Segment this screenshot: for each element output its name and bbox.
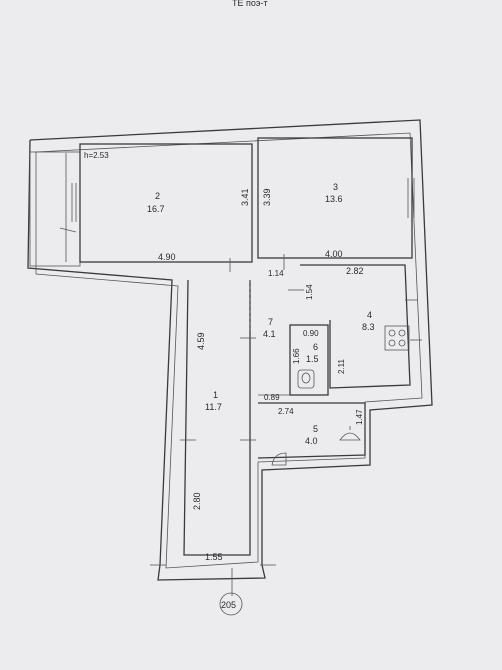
dim-wc-depth: 2.11: [337, 358, 346, 374]
room-6-number: 6: [313, 342, 318, 352]
dim-room5-width: 2.74: [278, 407, 294, 416]
entry-marks: [150, 564, 276, 596]
dim-room3-depth: 3.39: [262, 188, 272, 206]
dim-bath-depth: 1.66: [292, 348, 301, 364]
ceiling-height: h=2.53: [84, 151, 109, 160]
room-2-area: 16.7: [147, 204, 165, 214]
door-marks: [59, 227, 304, 291]
room-4-outline: [300, 264, 422, 389]
room-2-number: 2: [155, 191, 160, 201]
room-6-area: 1.5: [306, 354, 319, 364]
room-3-number: 3: [333, 182, 338, 192]
room-5-outline: [257, 394, 366, 459]
dim-entry-width: 1.55: [205, 552, 223, 562]
room-7-number: 7: [268, 317, 273, 327]
window-room-3: [407, 178, 415, 218]
dim-room2-width: 4.90: [158, 252, 176, 262]
dim-corridor-length: 2.80: [192, 492, 202, 510]
dim-hall-length: 4.59: [196, 332, 206, 350]
dim-room2-depth: 3.41: [240, 188, 250, 206]
stove-icon: [384, 325, 410, 351]
dim-small-gap: 0.89: [264, 393, 280, 402]
room-4-number: 4: [367, 310, 372, 320]
room-4-area: 8.3: [362, 322, 375, 332]
room-5-area: 4.0: [305, 436, 318, 446]
room-3-area: 13.6: [325, 194, 343, 204]
room-6-outline: [289, 324, 329, 396]
dim-room5-depth: 1.47: [355, 409, 364, 425]
plan-circle: [219, 592, 243, 616]
room-1-area: 11.7: [205, 402, 222, 412]
room-5-number: 5: [313, 424, 318, 434]
room-3-outline: [257, 137, 413, 259]
toilet-icon: [297, 369, 315, 389]
circle-label: 205: [221, 600, 236, 610]
header-text: ТЕ поэ-т: [232, 0, 268, 8]
dim-kitchen-side: 1.54: [305, 284, 314, 300]
room-1-outline: [180, 279, 256, 556]
sink-icon: [339, 426, 361, 441]
room-2-outline: [79, 143, 253, 263]
room-1-number: 1: [213, 390, 218, 400]
dim-room3-width: 4.00: [325, 249, 343, 259]
door-swing-room-5: [271, 452, 287, 466]
room-7-area: 4.1: [263, 329, 276, 339]
dim-kitchen-width: 2.82: [346, 266, 364, 276]
dim-bath-width: 0.90: [303, 329, 319, 338]
dim-door-gap: 1.14: [268, 269, 284, 278]
